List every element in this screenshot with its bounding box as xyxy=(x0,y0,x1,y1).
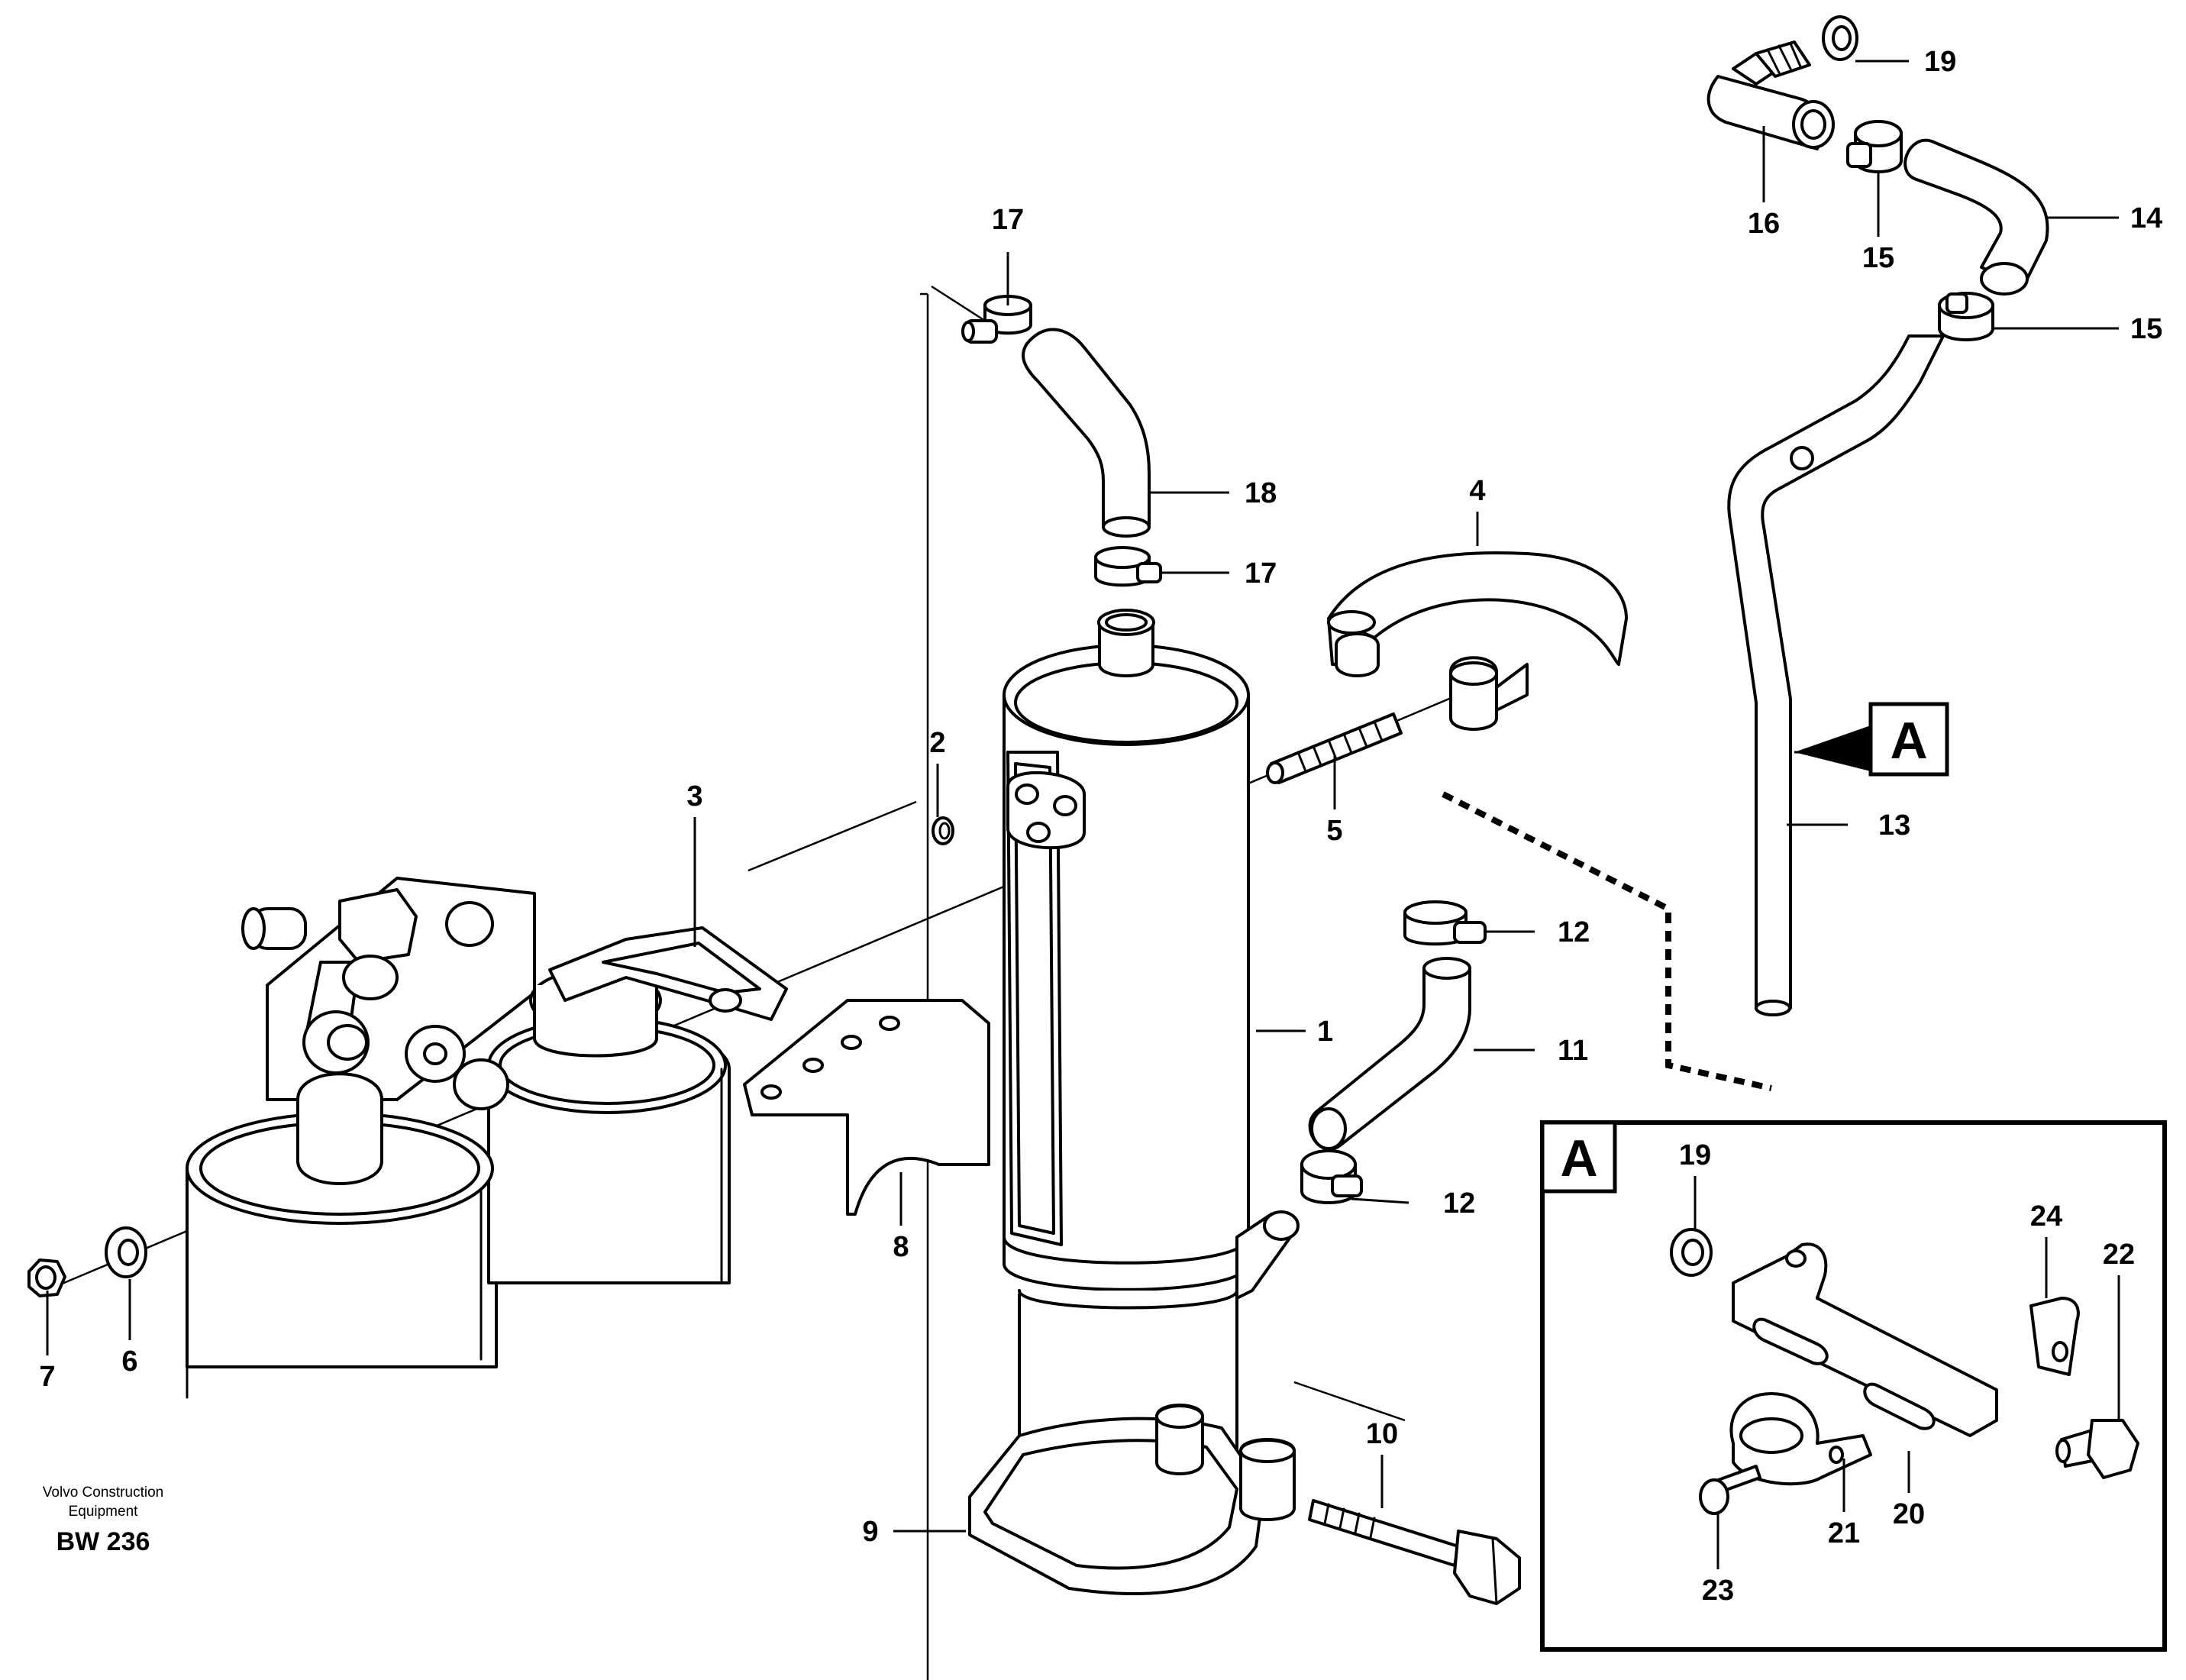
clamp-part-15-upper xyxy=(1846,120,1903,173)
callout-20: 20 xyxy=(1893,1498,1925,1530)
callout-16: 16 xyxy=(1748,208,1780,240)
connector-part-16 xyxy=(1707,40,1835,150)
callout-7: 7 xyxy=(39,1361,55,1393)
callout-10: 10 xyxy=(1366,1418,1398,1450)
document-id: BW 236 xyxy=(57,1527,150,1556)
p-clip-part-21 xyxy=(1729,1392,1872,1486)
clamp-part-12-lower xyxy=(1300,1149,1363,1204)
lower-hose-part-11 xyxy=(1308,957,1471,1151)
callout-24: 24 xyxy=(2030,1200,2062,1233)
callout-8: 8 xyxy=(893,1231,909,1263)
callout-18: 18 xyxy=(1245,477,1277,509)
reference-letter-a: A xyxy=(1890,712,1927,770)
bracket-part-3 xyxy=(548,926,788,1021)
callout-15-lower: 15 xyxy=(2130,313,2162,345)
stud-part-5 xyxy=(1266,712,1403,784)
screw-part-23 xyxy=(1699,1465,1761,1515)
bolt-part-22 xyxy=(2055,1419,2139,1479)
callout-1: 1 xyxy=(1317,1016,1333,1048)
callout-5: 5 xyxy=(1326,815,1342,847)
callout-13: 13 xyxy=(1878,809,1910,842)
leader-lines xyxy=(46,60,2120,1569)
bolt-part-10 xyxy=(1308,1499,1521,1605)
elbow-hose-part-14 xyxy=(1903,138,2049,296)
clamp-part-12-upper xyxy=(1403,900,1487,946)
callout-11: 11 xyxy=(1558,1035,1588,1067)
callout-labels: 1 2 3 4 5 6 7 8 9 10 11 12 12 13 14 15 1… xyxy=(39,46,2162,1607)
reference-mark-a: A xyxy=(1794,702,1949,777)
callout-4: 4 xyxy=(1469,475,1485,507)
callout-12-lower: 12 xyxy=(1443,1187,1475,1220)
callout-22: 22 xyxy=(2103,1239,2135,1271)
upper-hose-part-18 xyxy=(1022,328,1151,538)
callout-21: 21 xyxy=(1828,1517,1860,1549)
callout-2: 2 xyxy=(929,727,945,759)
detail-letter-a: A xyxy=(1560,1129,1597,1187)
filter-housing xyxy=(186,877,731,1399)
callout-14: 14 xyxy=(2130,202,2162,234)
credit-line-1: Volvo Construction xyxy=(43,1485,163,1501)
support-bracket-part-8 xyxy=(743,999,990,1216)
callout-9: 9 xyxy=(862,1516,878,1548)
callout-3: 3 xyxy=(686,780,702,813)
detail-box-a: A xyxy=(1540,1120,2167,1652)
washer-part-6 xyxy=(105,1226,147,1278)
callout-6: 6 xyxy=(121,1346,137,1378)
credit-line-2: Equipment xyxy=(69,1504,139,1520)
clamp-part-15-lower xyxy=(1938,292,1994,341)
pipe-part-13 xyxy=(1727,334,1945,1016)
callout-19-upper: 19 xyxy=(1924,46,1956,78)
clip-part-24 xyxy=(2029,1297,2080,1376)
callout-17-upper: 17 xyxy=(992,204,1024,236)
strap-part-4 xyxy=(1327,551,1628,731)
credit-block: Volvo Construction Equipment BW 236 xyxy=(43,1485,163,1556)
dashed-connection xyxy=(1442,791,1772,1091)
nut-part-7 xyxy=(27,1258,66,1297)
clamp-part-17-upper xyxy=(961,295,1032,344)
washer-part-19-upper xyxy=(1822,15,1858,61)
o-ring-part-2 xyxy=(932,816,954,845)
clamp-part-17-lower xyxy=(1094,546,1162,587)
callout-23: 23 xyxy=(1702,1575,1734,1607)
callout-15-upper: 15 xyxy=(1862,242,1894,274)
callout-17-lower: 17 xyxy=(1245,557,1277,590)
callout-12-upper: 12 xyxy=(1558,916,1590,948)
lower-strap-part-9 xyxy=(968,1404,1296,1596)
cylinder-part-1 xyxy=(1003,609,1300,1473)
callout-19-detail: 19 xyxy=(1679,1139,1711,1171)
